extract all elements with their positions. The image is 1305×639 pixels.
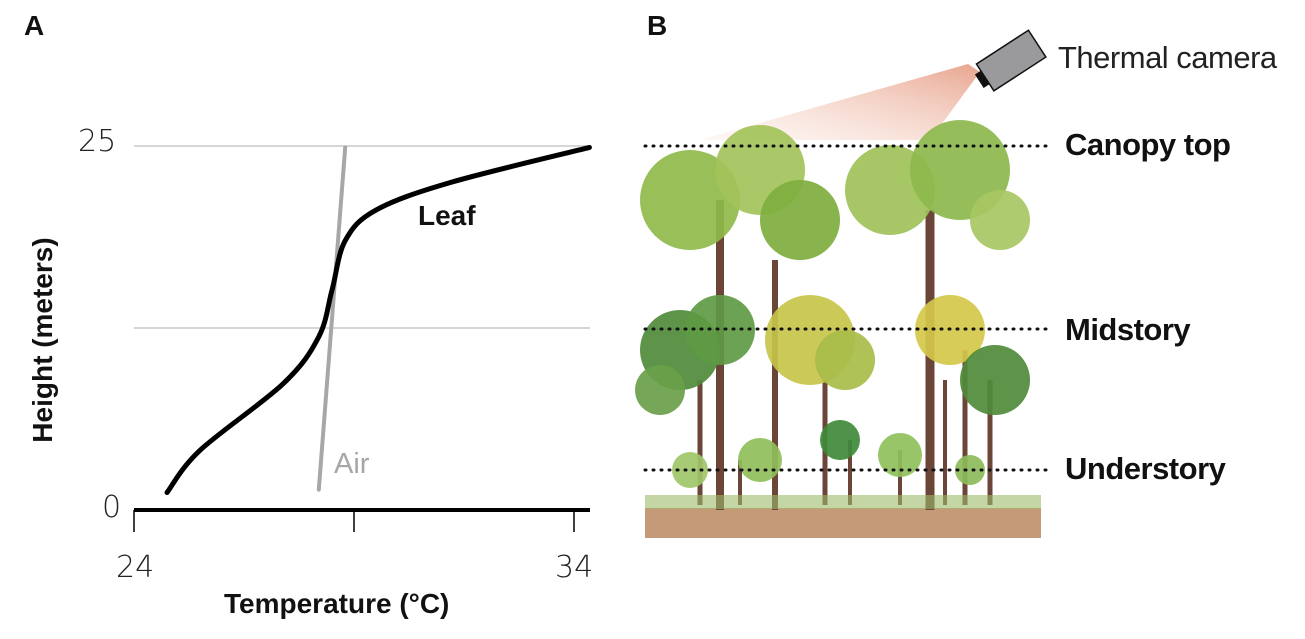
air-series-label: Air: [334, 448, 370, 480]
leaf-series-label: Leaf: [418, 200, 476, 231]
level-label-midstory: Midstory: [1065, 312, 1191, 347]
y-tick-label: 0: [102, 490, 122, 525]
camera-lens: [974, 70, 990, 88]
x-tick-label: 34: [555, 550, 594, 585]
tree-trunk: [962, 350, 968, 505]
camera-view-beam: [700, 64, 980, 140]
tree-trunk: [738, 460, 742, 505]
tree-crown: [635, 365, 685, 415]
thermal-camera-icon: [974, 29, 1047, 92]
series-line-air: [316, 145, 348, 492]
y-tick-label: 25: [78, 124, 117, 159]
forest-illustration: [635, 29, 1054, 538]
level-label-canopy-top: Canopy top: [1065, 127, 1231, 162]
tree-crown: [815, 330, 875, 390]
level-label-understory: Understory: [1065, 451, 1226, 486]
tree-trunk: [925, 210, 935, 510]
tree-crown: [970, 190, 1030, 250]
tree-trunk: [697, 380, 703, 505]
tree-crown: [955, 455, 985, 485]
tree-crown: [685, 295, 755, 365]
y-axis-title: Height (meters): [27, 237, 58, 443]
panel-b-label: B: [647, 10, 668, 41]
tree-crown: [672, 452, 708, 488]
tree-trunk: [898, 450, 902, 505]
series-line-leaf: [164, 144, 592, 496]
x-tick-label: 24: [116, 550, 155, 585]
ground: [645, 508, 1041, 538]
grass: [645, 495, 1041, 509]
tree-trunk: [848, 440, 852, 505]
tree-crown: [820, 420, 860, 460]
tree-trunk: [943, 380, 947, 505]
tree-trunk: [987, 380, 993, 505]
tree-trunk: [772, 260, 778, 510]
x-axis-title: Temperature (°C): [224, 588, 450, 619]
tree-crown: [878, 433, 922, 477]
thermal-camera-label: Thermal camera: [1058, 40, 1277, 75]
tree-crown: [960, 345, 1030, 415]
tree-crown: [760, 180, 840, 260]
panel-a-label: A: [24, 10, 45, 41]
tree-crown: [640, 150, 740, 250]
tree-crown: [738, 438, 782, 482]
leaf-air-temperature-chart: [133, 144, 592, 532]
